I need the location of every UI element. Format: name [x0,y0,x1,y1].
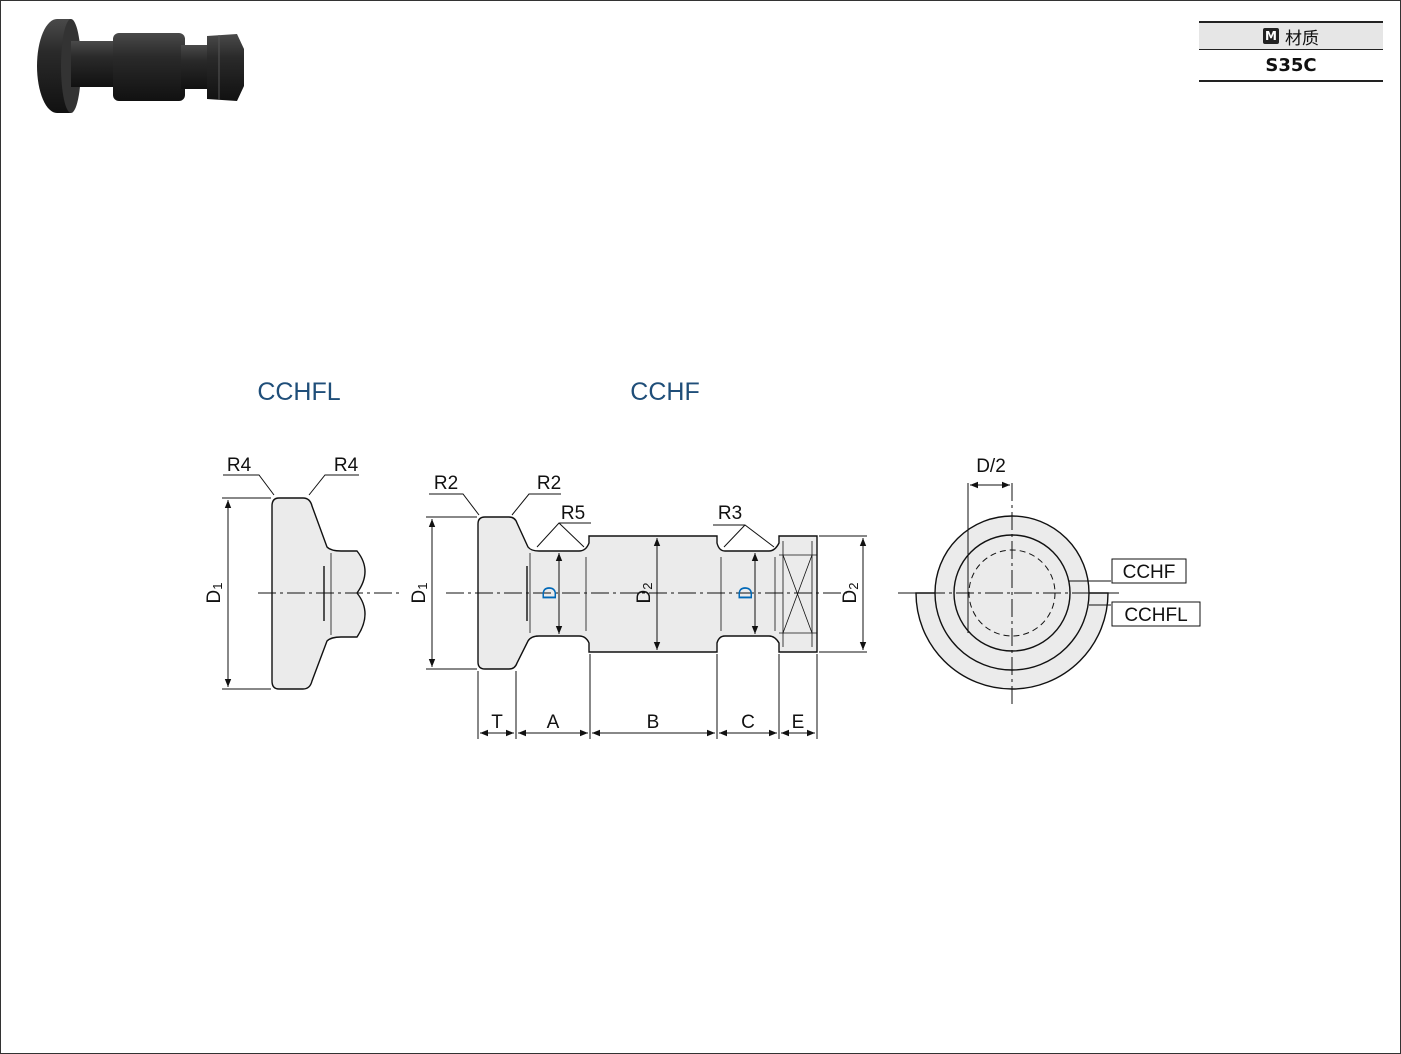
cchfl-title: CCHFL [257,378,340,406]
material-table: M 材质 S35C [1199,21,1383,82]
cchf-side-view [477,516,818,670]
cchfl-r4-right-label: R4 [334,455,359,476]
c-label: C [741,712,755,733]
d2-end-label: D2 [840,583,861,604]
cchf-dimensions [426,493,867,739]
a-label: A [547,712,560,733]
cchf-title: CCHF [630,378,699,406]
e-label: E [792,712,805,733]
product-photo [37,19,244,113]
r5-label: R5 [561,503,585,524]
end-view [898,481,1121,707]
material-header-label: 材质 [1285,28,1319,49]
t-label: T [491,712,503,733]
d-first-groove-label: D [540,586,561,600]
r2-right-label: R2 [537,473,561,494]
material-badge-icon: M [1263,28,1279,44]
cchfl-r4-left-label: R4 [227,455,252,476]
material-value: S35C [1199,50,1383,82]
r2-left-label: R2 [434,473,458,494]
cchfl-tag: CCHFL [1124,605,1187,626]
d-half-label: D/2 [976,456,1006,477]
cchfl-d1-label: D1 [204,583,225,604]
d-second-groove-label: D [736,586,757,600]
cchf-tag-frame [1111,558,1187,584]
material-table-header: M 材质 [1199,21,1383,50]
cchf-tag: CCHF [1123,562,1176,583]
cchfl-dimensions [222,474,359,690]
b-label: B [647,712,660,733]
cchf-d1-label: D1 [409,583,430,604]
cchfl-tag-frame [1111,601,1201,627]
r3-label: R3 [718,503,742,524]
d2-body-label: D2 [634,583,655,604]
